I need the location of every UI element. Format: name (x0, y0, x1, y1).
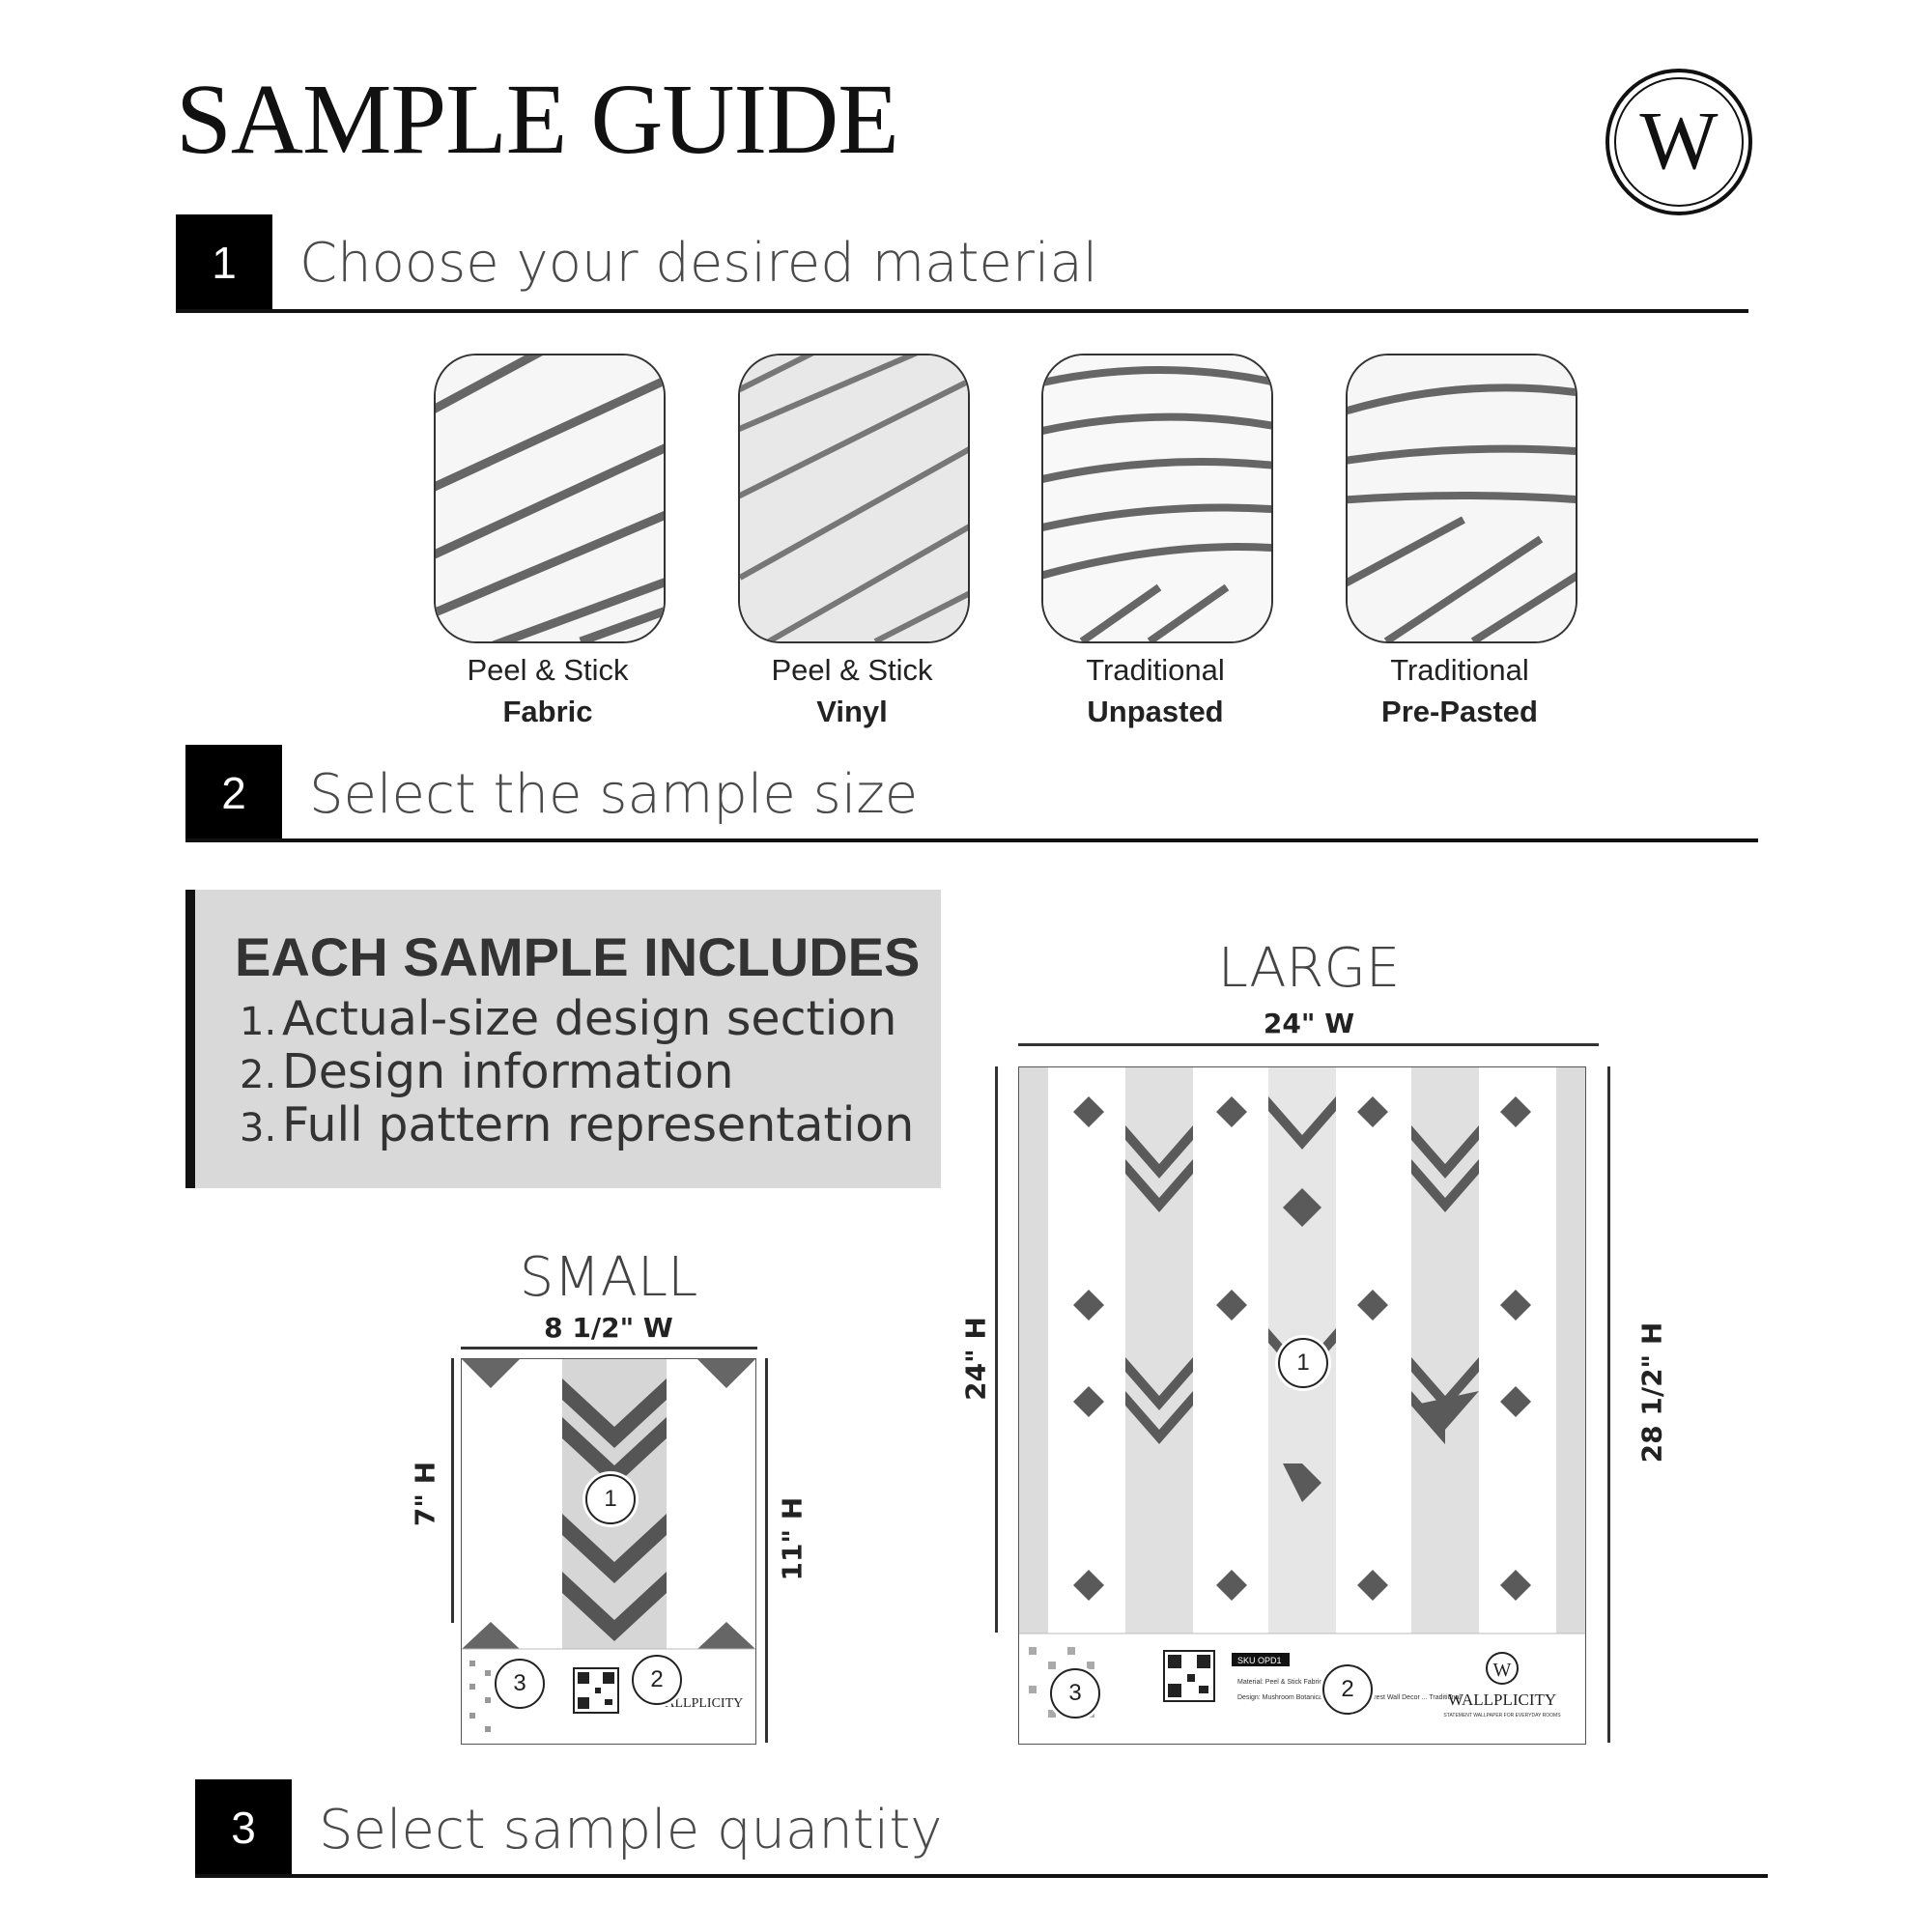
large-brand: WALLPLICITY (1448, 1690, 1556, 1709)
small-width-label: 8 1/2" W (544, 1312, 673, 1344)
small-size-label: SMALL (519, 1246, 698, 1309)
step-2-title: Select the sample size (309, 763, 919, 826)
includes-item: 1.Actual-size design section (240, 991, 897, 1046)
step-3-rule (195, 1874, 1768, 1878)
page-title: SAMPLE GUIDE (176, 64, 899, 175)
large-width-line (1018, 1043, 1599, 1046)
large-sku: SKU OPD1 (1237, 1656, 1282, 1665)
large-size-label: LARGE (1217, 937, 1401, 1000)
brand-logo: W (1605, 69, 1752, 215)
step-1-title: Choose your desired material (299, 232, 1098, 295)
step-3-title: Select sample quantity (319, 1799, 943, 1861)
fabric-texture-icon (436, 355, 664, 641)
large-pattern-art: SKU OPD1 Material: Peel & Stick Fabric D… (1019, 1067, 1585, 1719)
large-outer-height-line (1607, 1066, 1610, 1743)
small-outer-height-line (765, 1358, 768, 1743)
swatch-fabric[interactable] (434, 354, 666, 643)
large-tagline: STATEMENT WALLPAPER FOR EVERYDAY ROOMS (1443, 1713, 1561, 1719)
unpasted-texture-icon (1043, 355, 1271, 641)
svg-text:W: W (1493, 1660, 1512, 1681)
large-inner-height-line (995, 1066, 998, 1633)
includes-heading: EACH SAMPLE INCLUDES (235, 926, 921, 987)
includes-accent-bar (185, 890, 195, 1188)
prepasted-texture-icon (1348, 355, 1576, 641)
small-marker-1: 1 (585, 1474, 636, 1524)
small-sample-card[interactable]: WALLPLICITY 1 2 3 (461, 1358, 756, 1745)
large-sample-card[interactable]: SKU OPD1 Material: Peel & Stick Fabric D… (1018, 1066, 1586, 1745)
step-2-number: 2 (185, 745, 282, 841)
small-marker-3: 3 (495, 1659, 545, 1709)
large-width-label: 24" W (1263, 1008, 1355, 1039)
step-3-number: 3 (195, 1779, 292, 1876)
includes-panel (185, 890, 941, 1188)
small-inner-height-line (451, 1358, 454, 1623)
small-marker-2: 2 (632, 1655, 682, 1705)
step-2-rule (185, 838, 1758, 842)
vinyl-texture-icon (740, 355, 968, 641)
large-outer-height-label: 28 1/2" H (1635, 1321, 1668, 1463)
swatch-prepasted[interactable] (1346, 354, 1577, 643)
logo-letter: W (1639, 94, 1718, 186)
step-1-number: 1 (176, 214, 272, 311)
step-1-rule (176, 309, 1748, 313)
small-inner-height-label: 7" H (409, 1461, 441, 1527)
includes-item: 3.Full pattern representation (240, 1097, 915, 1152)
large-marker-3: 3 (1050, 1668, 1100, 1719)
small-width-line (461, 1347, 757, 1350)
large-marker-1: 1 (1278, 1338, 1328, 1388)
swatch-vinyl[interactable] (738, 354, 970, 643)
includes-item: 2.Design information (240, 1044, 734, 1099)
small-outer-height-label: 11" H (776, 1496, 809, 1581)
large-material-line: Material: Peel & Stick Fabric (1237, 1679, 1322, 1686)
large-marker-2: 2 (1322, 1664, 1373, 1715)
large-inner-height-label: 24" H (959, 1317, 992, 1401)
swatch-unpasted[interactable] (1041, 354, 1273, 643)
small-brand: WALLPLICITY (654, 1696, 744, 1711)
